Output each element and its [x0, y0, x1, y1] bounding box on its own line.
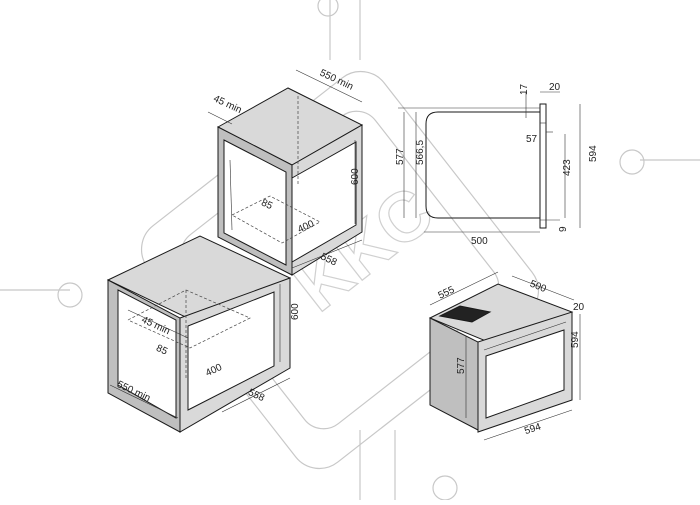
upper-depth-label: 550 min — [318, 68, 355, 93]
side-dim-20: 20 — [549, 82, 561, 93]
iso-dim-594-width: 594 — [523, 421, 543, 437]
iso-dim-555: 555 — [437, 284, 457, 301]
side-dim-594: 594 — [588, 145, 599, 162]
side-dim-17: 17 — [519, 83, 530, 95]
upper-cut-depth-label: 85 — [259, 197, 274, 212]
iso-dim-577: 577 — [456, 357, 467, 374]
side-dim-577: 577 — [395, 148, 406, 165]
iso-dim-20: 20 — [573, 302, 585, 313]
lower-cut-depth-label: 85 — [154, 343, 169, 358]
lower-height-label: 600 — [290, 303, 301, 320]
oven-side-view: 17 20 57 577 566,5 594 423 9 500 — [395, 82, 599, 247]
upper-height-label: 600 — [350, 168, 361, 185]
iso-dim-500: 500 — [528, 279, 548, 296]
side-dim-57: 57 — [526, 134, 538, 145]
upper-gap-label: 45 min — [211, 93, 243, 116]
upper-cabinet: 550 min 45 min 600 85 400 558 — [207, 68, 364, 276]
side-dim-423: 423 — [562, 159, 573, 176]
iso-dim-594-height: 594 — [570, 331, 581, 348]
lower-cabinet: 45 min 85 400 600 550 min 558 — [106, 235, 301, 433]
oven-isometric-view: 555 500 20 594 577 594 — [428, 271, 585, 441]
side-dim-500: 500 — [471, 236, 488, 247]
side-dim-566-5: 566,5 — [415, 140, 426, 165]
lower-width-label: 558 — [246, 387, 266, 404]
side-dim-9: 9 — [558, 226, 569, 232]
